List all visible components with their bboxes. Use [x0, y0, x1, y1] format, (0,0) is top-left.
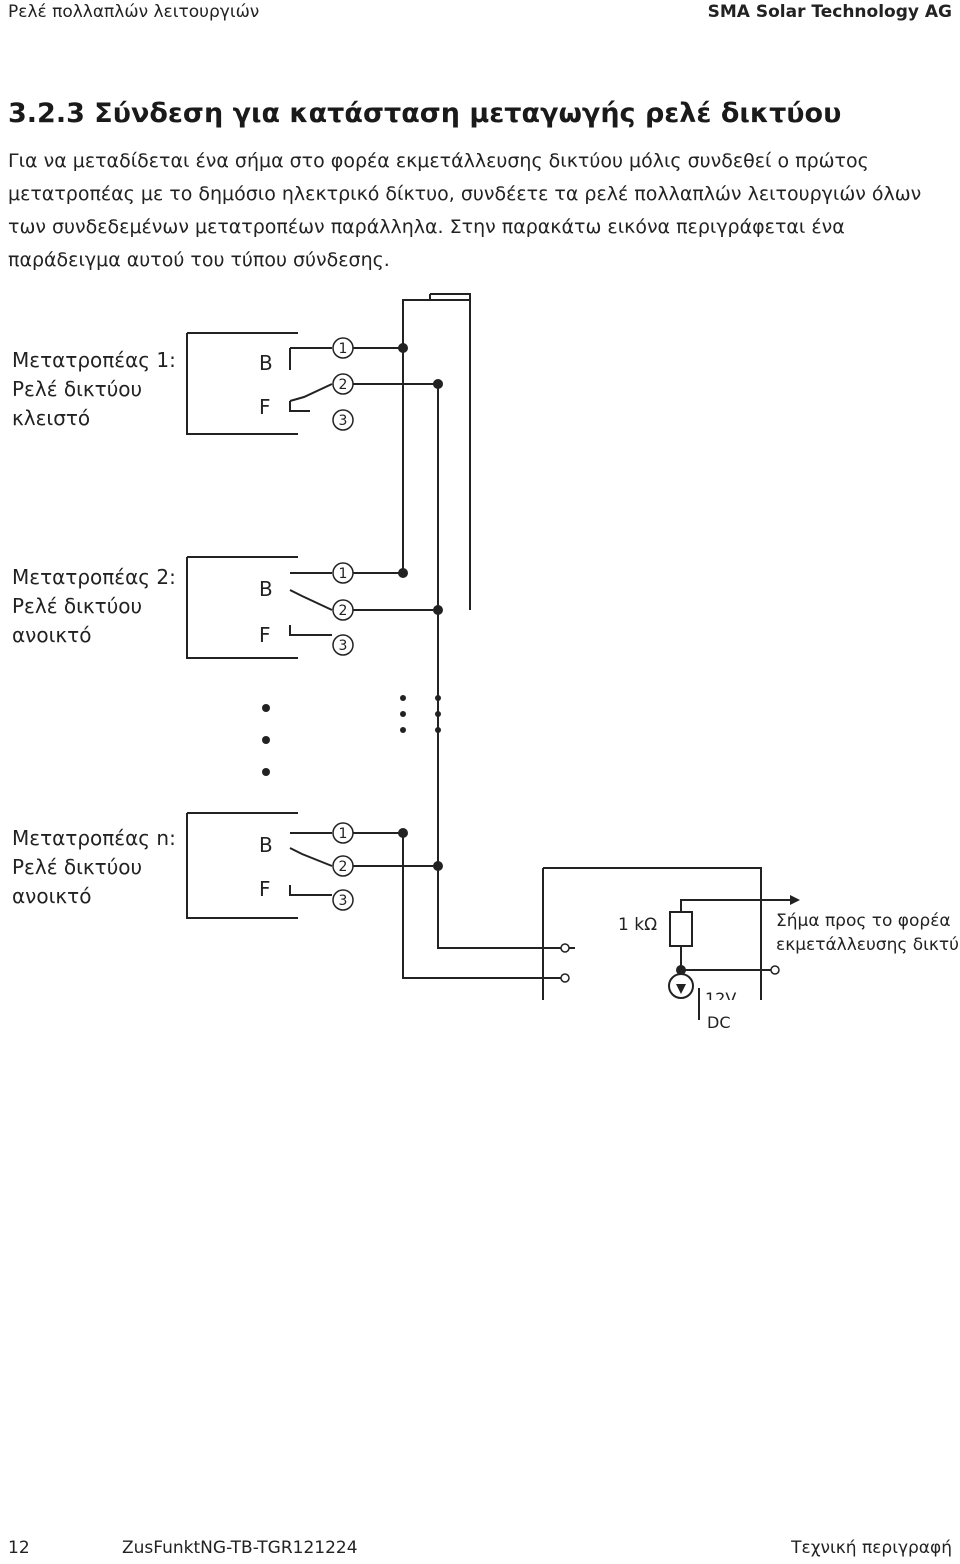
supply-label-dc: DC [707, 1013, 731, 1032]
inverter-2-state: ανοικτό [12, 623, 91, 647]
terminal-3-invn: 3 [339, 893, 348, 909]
inverter-n-state: ανοικτό [12, 884, 91, 908]
footer-doc-type: Τεχνική περιγραφή [791, 1538, 952, 1558]
section-paragraph: Για να μεταδίδεται ένα σήμα στο φορέα εκ… [8, 150, 922, 271]
terminal-1-invn: 1 [339, 826, 348, 842]
relay-f-label-1: F [259, 395, 271, 419]
terminal-2-inv2: 2 [339, 603, 348, 619]
terminal-1-inv2: 1 [339, 566, 348, 582]
inverter-1-state: κλειστό [12, 406, 90, 430]
relay-f-label-n: F [259, 877, 271, 901]
section-title: 3.2.3 Σύνδεση για κατάσταση μεταγωγής ρε… [8, 98, 842, 129]
terminal-3-inv2: 3 [339, 638, 348, 654]
inverter-2-relay: Ρελέ δικτύου [12, 594, 142, 618]
terminal-2-invn: 2 [339, 859, 348, 875]
resistor-label: 1 kΩ [618, 915, 657, 935]
relay-b-label-1: B [259, 351, 273, 375]
footer-doc-id: ZusFunktNG-TB-TGR121224 [122, 1538, 358, 1558]
inverter-1-relay: Ρελέ δικτύου [12, 377, 142, 401]
signal-label-line-2: εκμετάλλευσης δικτύου [776, 935, 960, 955]
inverter-2-name: Μετατροπέας 2: [12, 565, 176, 589]
relay-f-label-2: F [259, 623, 271, 647]
inverter-n-relay: Ρελέ δικτύου [12, 855, 142, 879]
terminal-2-inv1: 2 [339, 377, 348, 393]
relay-b-label-n: B [259, 833, 273, 857]
terminal-1-inv1: 1 [339, 341, 348, 357]
inverter-1-name: Μετατροπέας 1: [12, 348, 176, 372]
supply-label-dc-layer: DC [698, 1000, 731, 1032]
footer-page-number: 12 [8, 1538, 30, 1558]
supply-label-voltage: 12V [705, 989, 736, 1000]
header-company-name: SMA Solar Technology AG [707, 2, 952, 22]
signal-label-line-1: Σήμα προς το φορέα [776, 911, 951, 931]
relay-b-label-2: B [259, 577, 273, 601]
inverter-n-name: Μετατροπέας n: [12, 826, 176, 850]
terminal-3-inv1: 3 [339, 413, 348, 429]
header-section-name: Ρελέ πολλαπλών λειτουργιών [8, 2, 260, 22]
wiring-diagram: Μετατροπέας 1: Ρελέ δικτύου κλειστό Μετα… [12, 293, 960, 1000]
